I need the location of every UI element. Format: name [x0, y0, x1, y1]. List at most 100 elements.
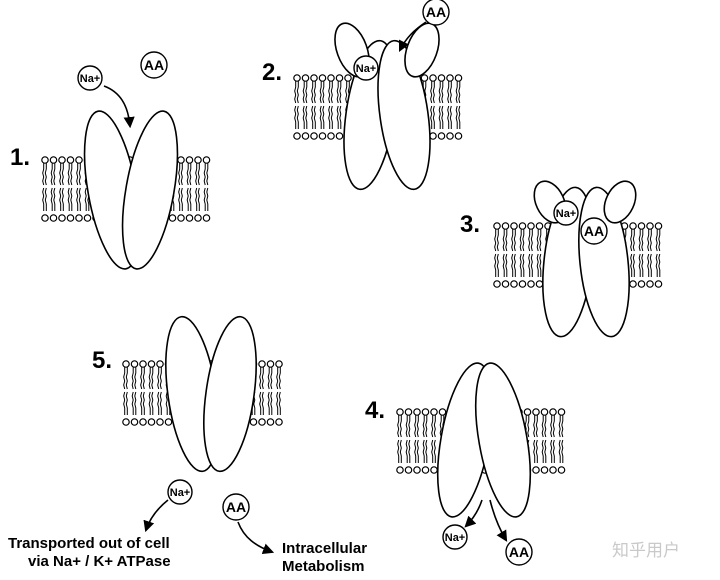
lipid-tail	[278, 367, 281, 390]
sodium-label-1: Na+	[80, 73, 101, 85]
lipid-tail	[270, 391, 273, 415]
lipid-head	[293, 132, 301, 140]
lipid-tail	[67, 163, 70, 186]
lipid-tail	[186, 187, 189, 211]
lipid-tail	[658, 229, 661, 252]
lipid-head	[446, 132, 454, 140]
lipid-tail	[447, 105, 450, 129]
lipid-tail	[261, 391, 264, 415]
lipid-tail	[61, 163, 64, 186]
lipid-tail	[535, 439, 538, 463]
lipid-tail	[134, 391, 137, 415]
lipid-head	[49, 156, 58, 164]
lipid-tail	[336, 81, 339, 104]
lipid-tail	[61, 187, 64, 211]
lipid-head	[535, 222, 544, 230]
lipid-tail	[195, 163, 198, 186]
lipid-tail	[528, 229, 531, 252]
lipid-tail	[125, 367, 128, 390]
lipid-head	[258, 360, 266, 368]
lipid-head	[66, 214, 75, 222]
lipid-tail	[140, 391, 143, 415]
lipid-tail	[259, 367, 262, 390]
step-number-3: 3.	[460, 211, 480, 238]
lipid-tail	[319, 81, 322, 104]
lipid-tail	[408, 415, 411, 438]
transporter-step-1	[83, 110, 179, 270]
lipid-head	[177, 156, 185, 164]
lipid-head	[185, 214, 194, 222]
lipid-head	[327, 74, 335, 82]
lipid-head	[523, 408, 532, 416]
lipid-tail	[142, 391, 145, 415]
lipid-tail	[432, 105, 435, 129]
lipid-tail	[302, 105, 305, 129]
lipid-head	[421, 466, 430, 474]
lipid-tail	[78, 187, 81, 211]
lipid-head	[430, 466, 438, 474]
lipid-head	[646, 280, 654, 288]
lipid-head	[535, 280, 544, 288]
lipid-tail	[641, 253, 644, 277]
step-4: 4. Na+ AA	[365, 362, 566, 566]
lipid-tail	[159, 391, 162, 415]
lipid-tail	[558, 415, 561, 438]
lipid-tail	[494, 229, 497, 252]
lipid-head	[629, 280, 637, 288]
lipid-tail	[414, 415, 417, 438]
lipid-tail	[416, 439, 419, 463]
lipid-tail	[59, 187, 62, 211]
step-5: 5. Na+ AA	[92, 315, 283, 555]
lipid-head	[41, 156, 49, 164]
lipid-tail	[203, 163, 206, 186]
lipid-tail	[539, 253, 542, 277]
lipid-head	[194, 156, 202, 164]
lipid-tail	[195, 187, 198, 211]
lipid-tail	[558, 439, 561, 463]
lipid-tail	[206, 187, 209, 211]
lipid-head	[629, 222, 637, 230]
lipid-tail	[278, 391, 281, 415]
lipid-tail	[630, 229, 633, 252]
lipid-head	[318, 132, 327, 140]
lipid-tail	[438, 105, 441, 129]
arrow-icon	[143, 499, 169, 533]
lipid-tail	[322, 81, 325, 104]
lipid-head	[637, 280, 646, 288]
lipid-head	[446, 74, 454, 82]
sodium-ion-icon	[77, 65, 103, 91]
lipid-tail	[53, 163, 56, 186]
lipid-head	[164, 418, 173, 426]
lipid-tail	[189, 163, 192, 186]
lipid-head	[527, 222, 535, 230]
lipid-tail	[76, 163, 79, 186]
lipid-tail	[438, 81, 441, 104]
lipid-tail	[397, 439, 400, 463]
amino-acid-icon	[505, 538, 533, 566]
arrow-icon	[103, 85, 135, 129]
lipid-head	[301, 74, 310, 82]
aa-label-1: AA	[144, 57, 164, 73]
lipid-tail	[449, 105, 452, 129]
lipid-head	[130, 360, 139, 368]
lipid-tail	[294, 81, 297, 104]
sodium-ion-icon	[442, 524, 468, 550]
lipid-head	[344, 74, 352, 82]
lipid-head	[493, 280, 501, 288]
step-number-2: 2.	[262, 59, 282, 86]
lipid-tail	[267, 367, 270, 390]
lipid-tail	[197, 163, 200, 186]
lipid-tail	[511, 229, 514, 252]
aa-label-4: AA	[509, 544, 529, 560]
lipid-tail	[67, 187, 70, 211]
lipid-tail	[405, 415, 408, 438]
lipid-tail	[197, 187, 200, 211]
lipid-tail	[180, 163, 183, 186]
lipid-tail	[658, 253, 661, 277]
lipid-tail	[433, 415, 436, 438]
lipid-tail	[441, 105, 444, 129]
lipid-tail	[399, 439, 402, 463]
transporter-step-2	[334, 22, 440, 191]
lipid-head	[438, 408, 447, 416]
lipid-head	[420, 74, 429, 82]
